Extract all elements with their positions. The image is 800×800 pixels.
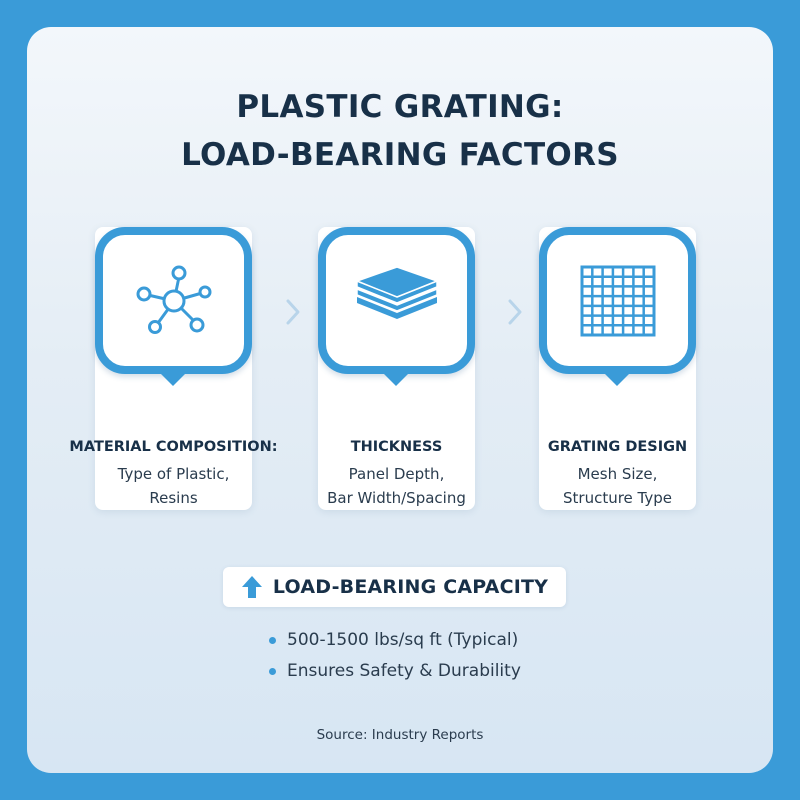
chevron-right-icon: [508, 299, 522, 325]
chevron-right-icon: [286, 299, 300, 325]
factor-desc-line: Bar Width/Spacing: [327, 489, 466, 507]
factor-desc-line: Panel Depth,: [348, 465, 445, 483]
title-line-1: PLASTIC GRATING:: [236, 89, 564, 125]
source-note: Source: Industry Reports: [316, 727, 484, 743]
factor-icon-box: [95, 227, 252, 374]
pointer-triangle: [603, 372, 631, 386]
infographic-panel: PLASTIC GRATING: LOAD-BEARING FACTORS: [27, 27, 773, 773]
list-item: Ensures Safety & Durability: [269, 656, 521, 687]
factor-icon-box: [539, 227, 696, 374]
factor-icon-box: [318, 227, 475, 374]
bullet-dot: [269, 668, 276, 675]
pointer-triangle: [159, 372, 187, 386]
bullet-text: Ensures Safety & Durability: [287, 661, 521, 681]
factor-desc-line: Type of Plastic,: [117, 465, 230, 483]
factor-desc-line: Structure Type: [563, 489, 672, 507]
capacity-bullets: 500-1500 lbs/sq ft (Typical) Ensures Saf…: [269, 625, 521, 687]
capacity-label: LOAD-BEARING CAPACITY: [272, 576, 549, 598]
arrow-up-icon: [241, 576, 262, 598]
factor-label: GRATING DESIGN: [547, 439, 688, 455]
factor-description: Type of Plastic, Resins: [75, 462, 272, 510]
grid-icon: [580, 265, 655, 336]
capacity-banner: LOAD-BEARING CAPACITY: [223, 567, 566, 607]
factor-description: Mesh Size, Structure Type: [519, 462, 716, 510]
factor-card-design: GRATING DESIGN Mesh Size, Structure Type: [539, 227, 696, 510]
pointer-triangle: [382, 372, 410, 386]
layers-icon: [354, 265, 439, 319]
factor-card-thickness: THICKNESS Panel Depth, Bar Width/Spacing: [318, 227, 475, 510]
factor-desc-line: Resins: [149, 489, 198, 507]
factor-card-material: MATERIAL COMPOSITION: Type of Plastic, R…: [69, 227, 278, 510]
factor-desc-line: Mesh Size,: [577, 465, 658, 483]
factor-label: THICKNESS: [350, 439, 443, 455]
title-line-2: LOAD-BEARING FACTORS: [181, 137, 619, 173]
factor-description: Panel Depth, Bar Width/Spacing: [298, 462, 495, 510]
factor-label: MATERIAL COMPOSITION:: [69, 439, 278, 455]
page-title: PLASTIC GRATING: LOAD-BEARING FACTORS: [27, 83, 773, 179]
bullet-dot: [269, 637, 276, 644]
molecule-icon: [136, 265, 211, 334]
list-item: 500-1500 lbs/sq ft (Typical): [269, 625, 521, 656]
bullet-text: 500-1500 lbs/sq ft (Typical): [287, 630, 519, 650]
